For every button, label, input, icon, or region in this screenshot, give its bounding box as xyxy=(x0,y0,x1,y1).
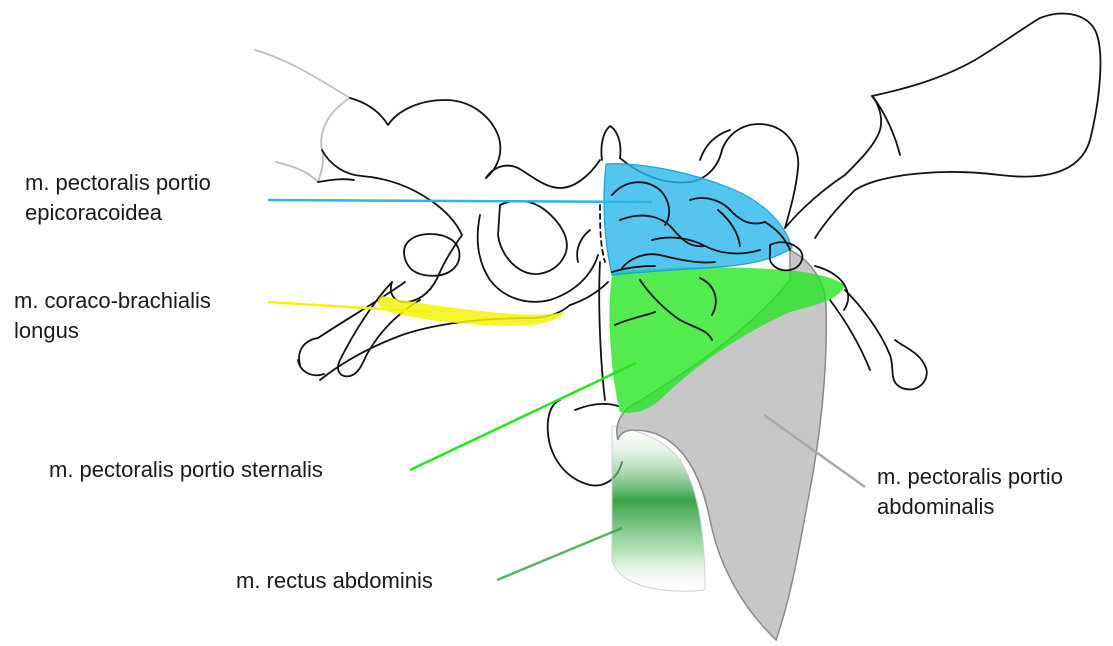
label-abdominalis: m. pectoralis portio abdominalis xyxy=(877,462,1063,522)
label-abdominalis-line1: m. pectoralis portio xyxy=(877,462,1063,492)
rectus-leader-line xyxy=(497,528,622,580)
right-forelimb-bone xyxy=(815,14,1100,238)
label-coraco-brachialis: m. coraco-brachialis longus xyxy=(14,286,211,346)
label-coraco-line2: longus xyxy=(14,316,211,346)
label-sternalis: m. pectoralis portio sternalis xyxy=(49,455,323,485)
label-rectus-text: m. rectus abdominis xyxy=(236,566,433,596)
label-epicoracoidea-line1: m. pectoralis portio xyxy=(25,168,211,198)
pectoralis-epicoracoidea-region xyxy=(604,164,792,275)
label-rectus: m. rectus abdominis xyxy=(236,566,433,596)
label-epicoracoidea-line2: epicoracoidea xyxy=(25,198,211,228)
left-procoracoid-bone xyxy=(299,282,570,380)
central-girdle-outline xyxy=(478,126,622,486)
label-sternalis-text: m. pectoralis portio sternalis xyxy=(49,455,323,485)
epicoracoidea-leader-line xyxy=(268,200,652,202)
label-epicoracoidea: m. pectoralis portio epicoracoidea xyxy=(25,168,211,228)
sternalis-leader-line xyxy=(410,363,636,470)
label-abdominalis-line2: abdominalis xyxy=(877,492,1063,522)
label-coraco-line1: m. coraco-brachialis xyxy=(14,286,211,316)
left-upper-arm-bone xyxy=(318,98,500,235)
left-forelimb-faint xyxy=(255,50,350,182)
